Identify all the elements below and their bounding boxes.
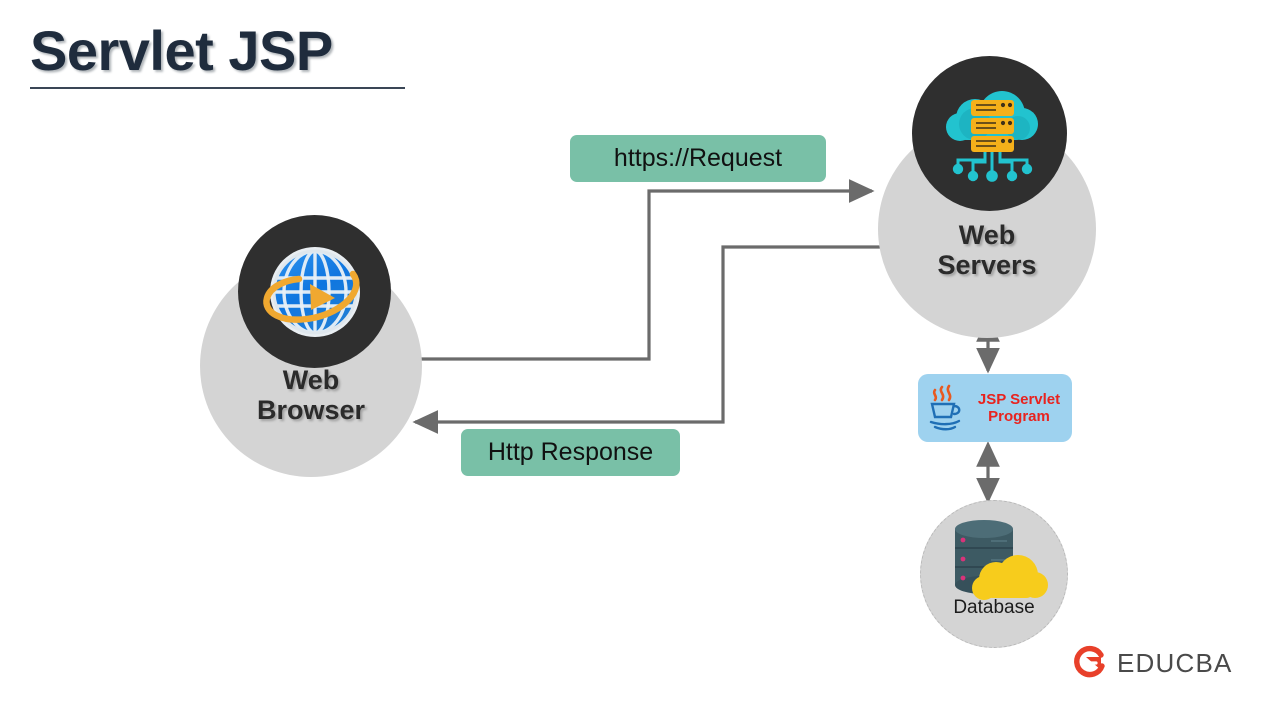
page-title: Servlet JSP xyxy=(30,19,333,82)
globe-icon xyxy=(262,246,360,337)
educba-branding: EDUCBA xyxy=(1072,645,1233,681)
node-web-browser-label: Web Browser xyxy=(256,365,366,426)
arrow-request xyxy=(415,179,875,361)
node-web-servers-label: Web Servers xyxy=(937,220,1037,281)
educba-logo-icon xyxy=(1074,645,1105,678)
jsp-servlet-program-label: JSP Servlet Program xyxy=(977,390,1061,425)
web-browser-icon-badge xyxy=(238,215,391,368)
database-cloud-icon xyxy=(955,520,1048,600)
label-https-request: https://Request xyxy=(570,135,826,182)
title-underline xyxy=(30,86,405,89)
educba-wordmark: EDUCBA xyxy=(1117,647,1233,678)
web-servers-icon-badge xyxy=(912,56,1067,211)
cloud-server-icon xyxy=(945,90,1038,182)
node-database-label: Database xyxy=(953,597,1035,618)
node-database[interactable]: Database xyxy=(920,500,1068,648)
arrow-response xyxy=(412,245,960,434)
database-icon-wrap xyxy=(939,517,1051,614)
label-http-response: Http Response xyxy=(461,429,680,476)
java-icon xyxy=(929,384,961,431)
page-title-block: Servlet JSP xyxy=(30,19,405,89)
jsp-servlet-program-box[interactable]: JSP Servlet Program xyxy=(918,374,1072,442)
